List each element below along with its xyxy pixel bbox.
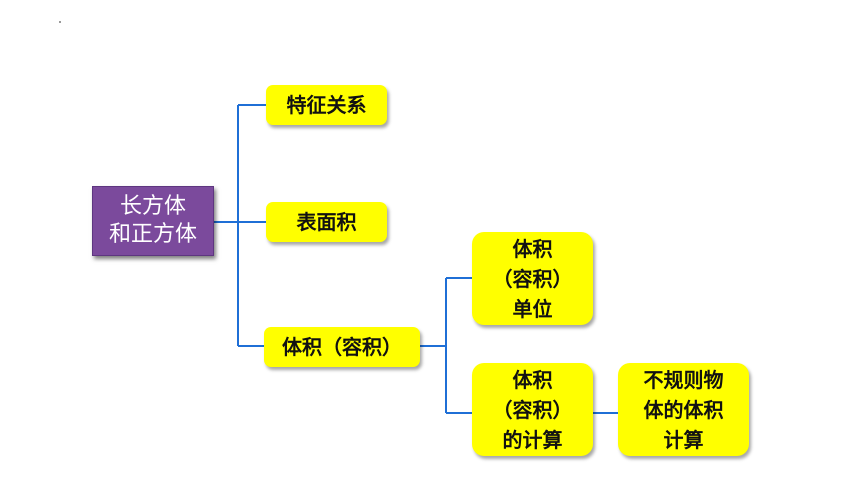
volume-calc-line-1: 体积 — [512, 367, 553, 392]
volume-unit-line-3: 单位 — [512, 296, 553, 321]
volume-calc-node: 体积 （容积） 的计算 — [472, 363, 593, 456]
irregular-line-1: 不规则物 — [643, 367, 724, 392]
volume-unit-node: 体积 （容积） 单位 — [472, 232, 593, 325]
branch-features-label: 特征关系 — [286, 93, 367, 117]
volume-unit-line-1: 体积 — [512, 236, 553, 261]
branch-volume-label: 体积（容积） — [282, 335, 402, 359]
volume-calc-line-3: 的计算 — [502, 427, 563, 452]
volume-unit-line-2: （容积） — [492, 266, 573, 291]
root-node: 长方体 和正方体 — [92, 186, 214, 256]
irregular-volume-node: 不规则物 体的体积 计算 — [618, 363, 749, 456]
volume-calc-line-2: （容积） — [492, 397, 573, 422]
irregular-line-2: 体的体积 — [643, 397, 724, 422]
marker-dot — [59, 21, 61, 23]
root-label-line-2: 和正方体 — [108, 222, 197, 247]
branch-surface-area-label: 表面积 — [296, 210, 357, 234]
irregular-line-3: 计算 — [663, 427, 704, 452]
root-label-line-1: 长方体 — [119, 194, 186, 219]
branch-volume: 体积（容积） — [264, 327, 420, 367]
branch-features: 特征关系 — [266, 85, 387, 125]
branch-surface-area: 表面积 — [266, 202, 387, 242]
